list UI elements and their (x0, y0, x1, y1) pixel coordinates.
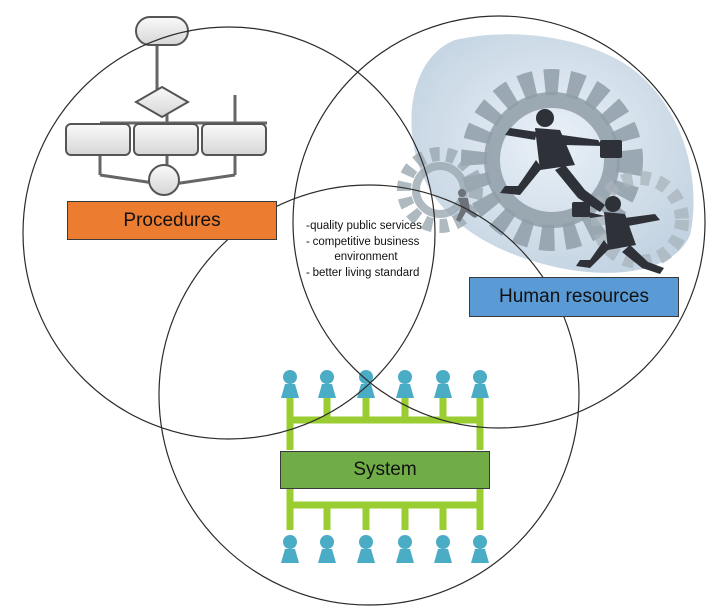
person-icon (318, 535, 336, 563)
outcome-item: quality public services (300, 219, 424, 235)
outcome-item: better living standard (300, 266, 424, 282)
flowchart-end-shape (148, 164, 180, 196)
flowchart-process-shape (133, 123, 199, 156)
flowchart-process-shape (65, 123, 131, 156)
human-resources-label: Human resources (469, 277, 679, 317)
flowchart-illustration (65, 16, 267, 196)
human-resources-illustration (397, 34, 694, 274)
procedures-label: Procedures (67, 201, 277, 240)
human-resources-circle (292, 15, 706, 429)
flowchart-decision-shape (133, 85, 191, 119)
intersection-outcome-list: quality public services competitive busi… (300, 219, 424, 281)
gear-right-icon (591, 171, 689, 269)
person-icon (434, 535, 452, 563)
procedures-circle (22, 26, 436, 440)
person-icon (281, 370, 299, 398)
system-label: System (280, 451, 490, 489)
person-icon (281, 535, 299, 563)
person-icon (471, 370, 489, 398)
businessman-running-icon (572, 196, 664, 274)
person-icon (357, 370, 375, 398)
person-icon (434, 370, 452, 398)
outcome-item: competitive business environment (300, 235, 424, 266)
person-icon (471, 535, 489, 563)
system-circle (158, 184, 580, 606)
businessman-running-icon (500, 109, 622, 212)
flowchart-process-shape (201, 123, 267, 156)
people-network-illustration (281, 370, 489, 563)
person-icon (318, 370, 336, 398)
person-icon (396, 535, 414, 563)
gear-large-icon (461, 69, 643, 251)
person-icon (396, 370, 414, 398)
person-icon (357, 535, 375, 563)
small-runner-icon (456, 189, 478, 222)
flowchart-start-shape (135, 16, 189, 46)
